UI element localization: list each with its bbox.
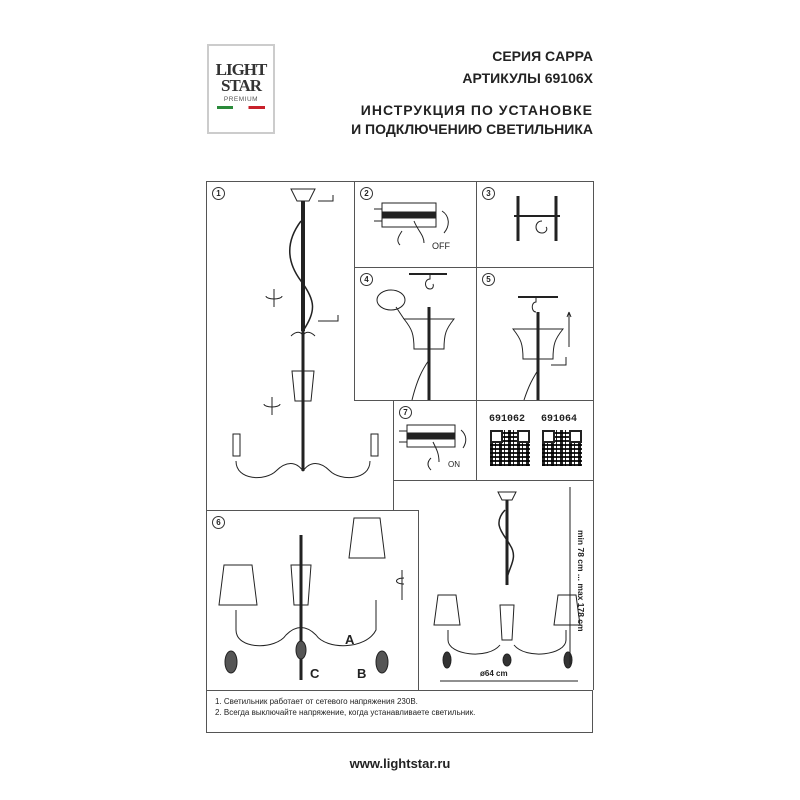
step1-chandelier-illustration [232,188,379,479]
canopy-hook-step4-illustration [376,273,456,401]
logo-text-star: STAR [220,76,262,95]
diameter-dimension-label: ø64 cm [480,669,508,678]
part-label-c: C [310,666,320,681]
height-dimension-arrow [569,487,571,665]
step6-assembly-illustration [218,517,405,680]
qr-code-691062[interactable] [490,430,530,466]
qr-code-label-691064: 691064 [541,414,578,425]
step-number-7: 7 [399,406,412,419]
notes-box: 1. Светильник работает от сетевого напря… [206,690,593,733]
note-2: 2. Всегда выключайте напряжение, когда у… [215,708,476,717]
step-number-5: 5 [482,273,495,286]
note-1: 1. Светильник работает от сетевого напря… [215,697,418,706]
step-number-2: 2 [360,187,373,200]
off-label: OFF [432,241,450,251]
website-link[interactable]: www.lightstar.ru [349,756,451,771]
instruction-title-1: ИНСТРУКЦИЯ ПО УСТАНОВКЕ [360,102,593,118]
brand-logo: LIGHT STAR PREMIUM [207,44,275,134]
logo-text-light: LIGHT [215,60,268,79]
articles-title: АРТИКУЛЫ 69106X [462,70,593,86]
part-label-a: A [345,632,355,647]
step-number-1: 1 [212,187,225,200]
canopy-mount-step5-illustration [511,296,572,401]
breaker-on-illustration [399,424,467,471]
height-dimension-label: min 78 cm ... max 178 cm [576,530,586,632]
logo-text-premium: PREMIUM [223,96,259,103]
breaker-off-illustration [374,202,449,246]
dimension-chandelier-illustration [433,491,581,682]
step-number-6: 6 [212,516,225,529]
qr-code-691064[interactable] [542,430,582,466]
italian-flag-stripe [217,106,265,109]
step-number-3: 3 [482,187,495,200]
qr-code-label-691062: 691062 [489,414,526,425]
step-number-4: 4 [360,273,373,286]
hook-mount-illustration [514,196,560,241]
instruction-title-2: И ПОДКЛЮЧЕНИЮ СВЕТИЛЬНИКА [351,121,593,137]
series-title: СЕРИЯ CAPPA [492,48,593,64]
on-label: ON [448,460,460,469]
part-label-b: B [357,666,367,681]
